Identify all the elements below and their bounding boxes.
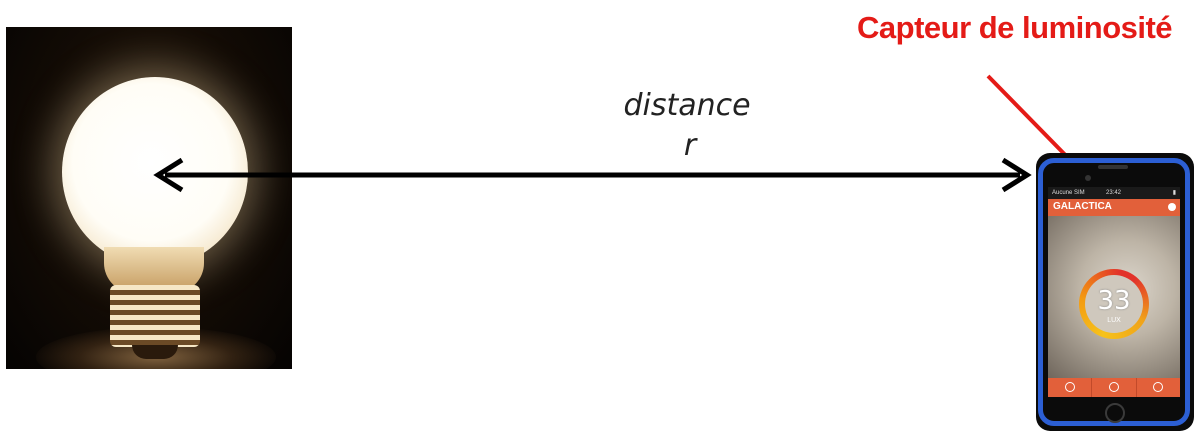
lux-unit: LUX [1107,317,1121,324]
light-sensor [1085,175,1091,181]
tab-bar [1048,378,1180,397]
tab-2[interactable] [1092,378,1137,397]
phone-earpiece [1098,165,1128,169]
tab-1-icon [1064,382,1075,392]
tab-2-icon [1108,382,1119,392]
lux-gauge: 33 LUX [1079,269,1149,339]
status-carrier: Aucune SIM [1052,190,1085,196]
home-button [1105,403,1125,423]
smartphone-image: Aucune SIM 23:42 ▮ GALACTICA 33 LUX [1036,153,1194,431]
app-header: GALACTICA [1048,199,1180,216]
distance-arrow-left-head [153,157,184,193]
sensor-label: Capteur de luminosité [857,10,1173,45]
distance-variable: r [683,128,697,163]
bulb-tip [132,345,178,359]
info-icon[interactable] [1168,203,1176,211]
distance-arrow-right-head [1001,157,1032,193]
status-time: 23:42 [1106,190,1122,196]
app-title: GALACTICA [1053,201,1112,212]
battery-icon: ▮ [1172,190,1176,196]
tab-3[interactable] [1137,378,1180,397]
light-bulb-image [6,27,292,369]
lux-value: 33 [1097,286,1131,316]
status-bar: Aucune SIM 23:42 ▮ [1048,187,1180,199]
phone-case [1038,158,1190,426]
tab-3-icon [1153,382,1164,392]
distance-label: distance [623,88,751,123]
bulb-screw-base [110,285,200,347]
gauge-center: 33 LUX [1085,275,1143,333]
phone-screen: Aucune SIM 23:42 ▮ GALACTICA 33 LUX [1048,187,1180,397]
tab-1[interactable] [1048,378,1093,397]
bulb-glass [62,77,248,267]
